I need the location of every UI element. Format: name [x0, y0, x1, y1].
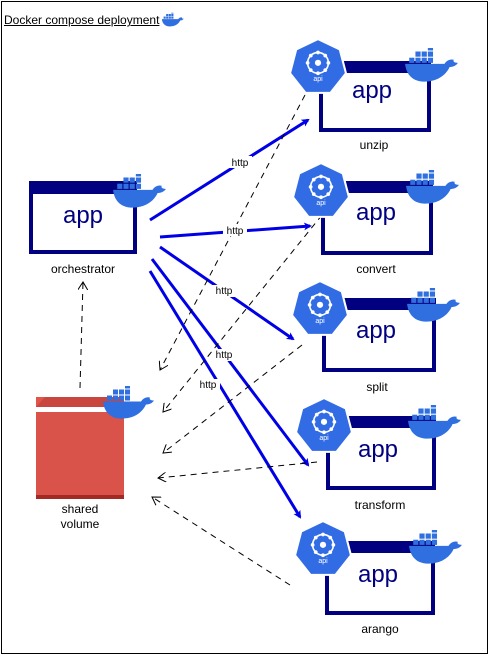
shared-volume-label: shared volume: [40, 502, 120, 532]
volume-label-line1: shared: [61, 502, 99, 516]
service-label-convert: convert: [356, 262, 396, 276]
service-transform-node: app api: [295, 397, 461, 490]
split-app-text: app: [356, 317, 396, 344]
orchestrator-node: app: [29, 174, 166, 254]
volume-edge-arango: [152, 497, 291, 586]
service-unzip-node: app api: [289, 38, 458, 132]
api-badge-text: api: [318, 558, 328, 565]
api-icon: [289, 38, 347, 94]
unzip-app-text: app: [352, 77, 392, 104]
http-label-convert: http: [227, 226, 244, 237]
http-edges: [148, 118, 312, 519]
api-badge-text: api: [313, 76, 323, 83]
convert-app-text: app: [356, 199, 396, 226]
service-label-transform: transform: [354, 498, 406, 512]
api-icon: [291, 280, 349, 336]
volume-edge-split: [163, 344, 303, 453]
volume-edge-transform: [158, 461, 318, 478]
api-badge-text: api: [319, 435, 329, 442]
orchestrator-app-text: app: [63, 202, 103, 229]
volume-label-line2: volume: [60, 517, 100, 531]
http-edge-arango: [148, 270, 302, 519]
service-label-split: split: [366, 380, 388, 394]
transform-app-text: app: [358, 436, 398, 463]
api-icon: [295, 397, 353, 453]
api-icon: [292, 162, 350, 218]
api-badge-text: api: [316, 200, 326, 207]
orchestrator-label: orchestrator: [50, 262, 116, 276]
arango-app-text: app: [358, 561, 398, 588]
http-edge-unzip: [149, 118, 310, 222]
http-label-unzip: http: [232, 158, 249, 169]
shared-volume-node: [36, 386, 154, 499]
api-icon: [294, 520, 352, 576]
http-label-transform: http: [216, 350, 233, 361]
volume-edge-convert: [163, 214, 323, 412]
volume-cylinder: [36, 412, 124, 497]
service-split-node: app api: [291, 280, 460, 372]
volume-edge-orchestrator: [80, 282, 83, 389]
service-arango-node: app api: [294, 520, 462, 615]
title-docker-icon: [161, 12, 184, 27]
http-label-arango: http: [200, 380, 217, 391]
service-label-arango: arango: [361, 622, 399, 636]
http-edge-transform: [150, 258, 310, 467]
diagram-title: Docker compose deployment: [4, 13, 160, 27]
http-label-split: http: [216, 286, 233, 297]
service-convert-node: app api: [292, 162, 459, 255]
api-badge-text: api: [315, 318, 325, 325]
service-label-unzip: unzip: [359, 138, 389, 152]
